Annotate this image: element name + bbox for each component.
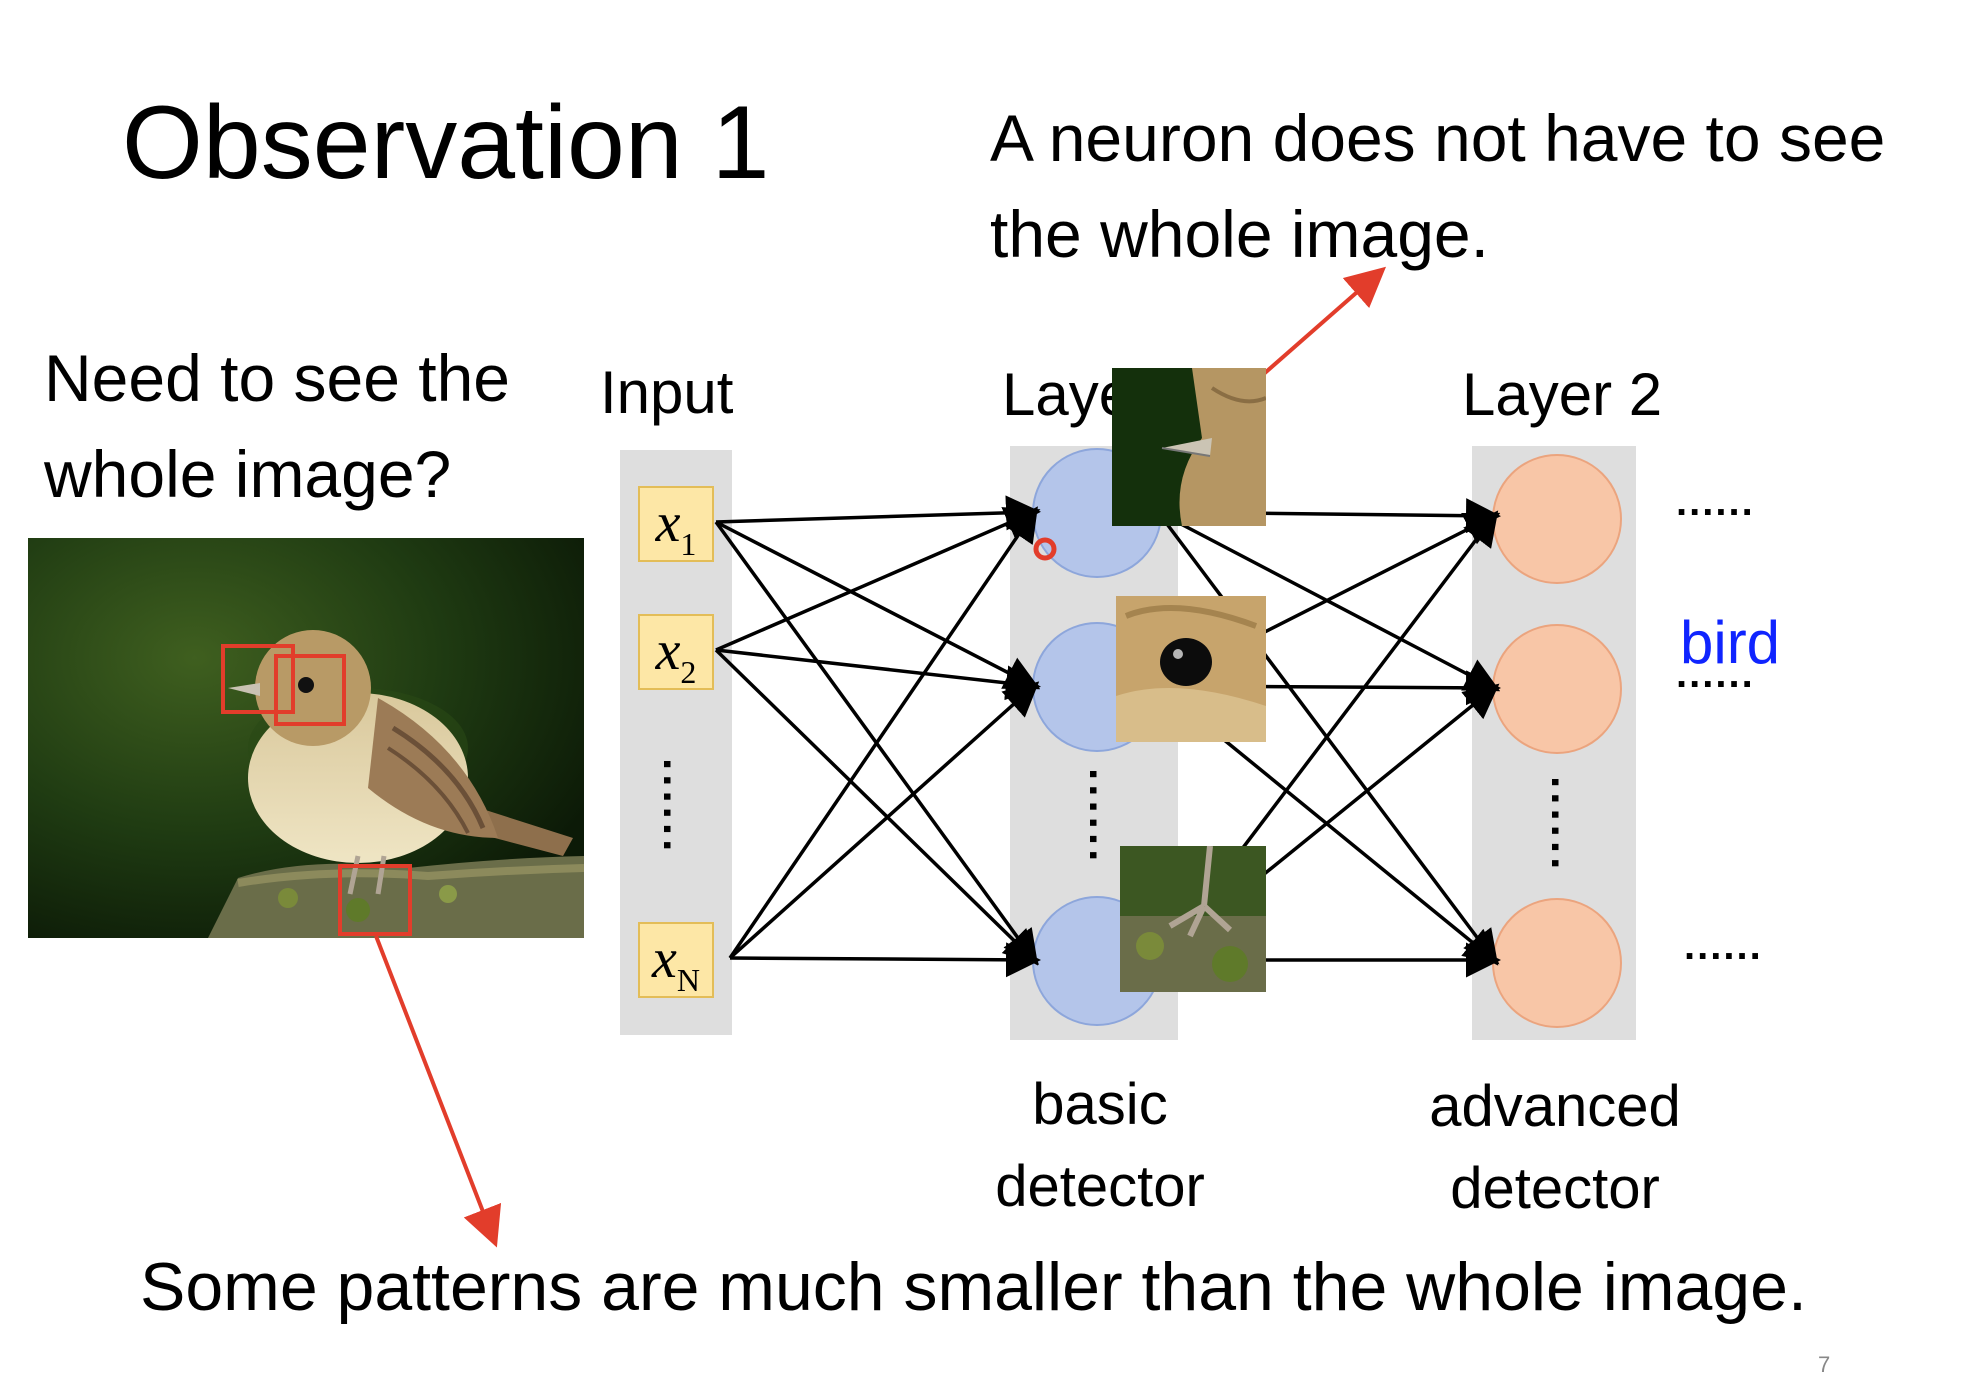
beak-patch <box>1112 368 1266 526</box>
input-xn: xN <box>638 922 714 998</box>
layer2-title: Layer 2 <box>1462 361 1663 428</box>
input-x2: x2 <box>638 614 714 690</box>
slide-title: Observation 1 <box>122 85 770 201</box>
layer2-ellipsis: ...... <box>1542 776 1591 874</box>
output-dots-3: ...... <box>1684 924 1763 968</box>
basic-detector-label: basic detector <box>995 1072 1205 1219</box>
bottom-note: Some patterns are much smaller than the … <box>140 1249 1807 1325</box>
layer2-node-2 <box>1492 624 1622 754</box>
eye-patch <box>1116 596 1266 742</box>
page-number: 7 <box>1818 1352 1831 1377</box>
output-dots-2: ...... <box>1676 652 1755 696</box>
advanced-detector-label: advanced detector <box>1429 1074 1681 1221</box>
input-x1: x1 <box>638 486 714 562</box>
bird-photo <box>28 538 584 938</box>
neuron-note: A neuron does not have to see the whole … <box>990 101 1886 271</box>
input-title: Input <box>600 359 734 426</box>
input-ellipsis: ...... <box>654 758 703 856</box>
output-dots-1: ...... <box>1676 480 1755 524</box>
bird-label: bird <box>1680 609 1781 676</box>
question-text: Need to see the whole image? <box>44 341 510 511</box>
claw-patch <box>1120 846 1266 992</box>
